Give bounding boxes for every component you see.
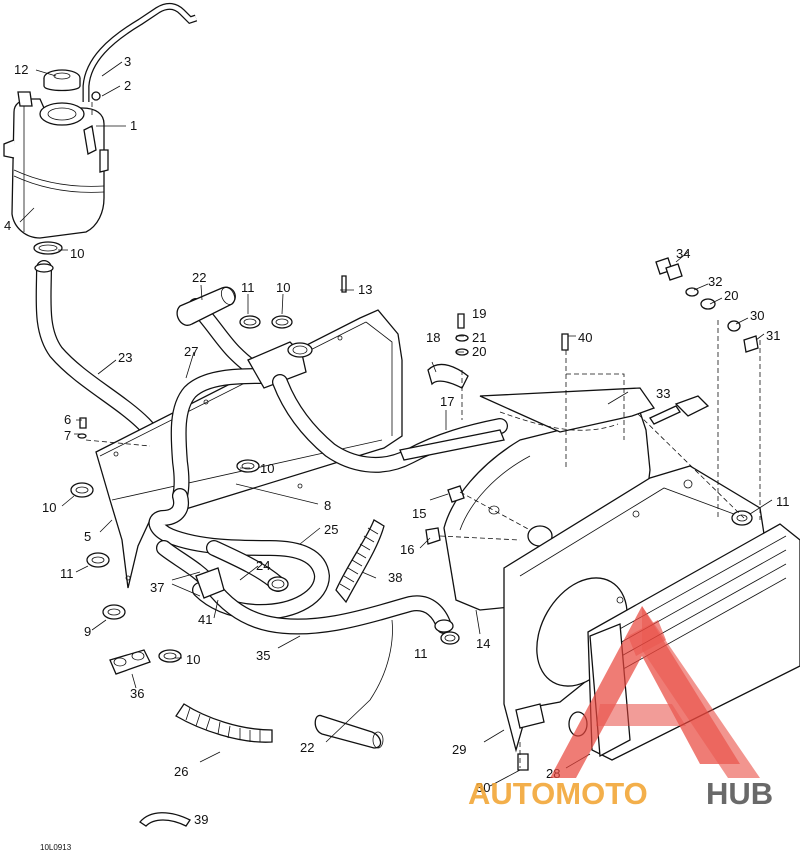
callout: 26	[174, 764, 188, 779]
leader-lines	[19, 61, 773, 787]
callout: 11	[776, 494, 790, 509]
callout: 20	[724, 288, 738, 303]
callout: 18	[426, 330, 440, 345]
hose-clamp	[102, 604, 126, 620]
brand-watermark: AUTOMOTO HUB	[468, 606, 773, 811]
callout: 36	[130, 686, 144, 701]
callout: 2	[124, 78, 131, 93]
callout: 12	[14, 62, 28, 77]
hose-clamp	[271, 315, 293, 329]
callout: 10	[186, 652, 200, 667]
fan-connector	[649, 395, 710, 425]
hose-section	[176, 286, 236, 326]
cable-tie	[139, 812, 191, 827]
hose-clamp	[731, 510, 753, 526]
radiator-bracket	[95, 309, 403, 589]
vent-hose	[82, 2, 198, 118]
callout: 6	[64, 412, 71, 427]
protective-sleeve	[335, 519, 385, 604]
hose-clamp	[440, 631, 460, 645]
fan-bracket	[399, 429, 505, 461]
callout: 31	[766, 328, 780, 343]
callout: 37	[150, 580, 164, 595]
upper-hose-assembly	[170, 298, 508, 504]
callout: 11	[60, 566, 74, 581]
callout: 13	[358, 282, 372, 297]
callout: 14	[476, 636, 490, 651]
callout: 10	[70, 246, 84, 261]
drawing-reference-code: 10L0913	[40, 843, 72, 852]
small-hardware	[77, 275, 569, 545]
callout: 10	[42, 500, 56, 515]
callout: 38	[388, 570, 402, 585]
callout: 11	[241, 280, 255, 295]
callout: 8	[324, 498, 331, 513]
callout: 27	[184, 344, 198, 359]
callout: 7	[64, 428, 71, 443]
watermark-brand-primary: AUTOMOTO	[468, 776, 648, 811]
callout: 41	[198, 612, 212, 627]
alignment-lines	[85, 340, 761, 768]
watermark-brand-secondary: HUB	[706, 776, 773, 811]
callout: 21	[472, 330, 486, 345]
callout: 24	[256, 558, 270, 573]
callout: 10	[276, 280, 290, 295]
callout: 33	[656, 386, 670, 401]
callout: 11	[414, 646, 428, 661]
callout: 25	[324, 522, 338, 537]
lower-hose-assembly	[148, 488, 454, 635]
callout: 34	[676, 246, 690, 261]
hose-clamp	[86, 552, 110, 568]
callout: 40	[578, 330, 592, 345]
callout: 32	[708, 274, 722, 289]
callout: 16	[400, 542, 414, 557]
callout: 17	[440, 394, 454, 409]
callout: 30	[476, 780, 490, 795]
hose-clamp	[33, 241, 63, 255]
callout: 39	[194, 812, 208, 827]
coolant-reservoir	[3, 91, 109, 239]
callout: 3	[124, 54, 131, 69]
hose-clamp	[70, 482, 94, 498]
callout: 22	[300, 740, 314, 755]
bolt	[517, 753, 529, 771]
callout: 9	[84, 624, 91, 639]
callout: 29	[452, 742, 466, 757]
hose-clamp	[236, 459, 260, 473]
callout: 4	[4, 218, 11, 233]
callout: 22	[192, 270, 206, 285]
hose-section	[314, 714, 384, 749]
callout: 15	[412, 506, 426, 521]
callout: 35	[256, 648, 270, 663]
watermark-logo-icon	[550, 606, 760, 778]
hose-clamp	[239, 315, 261, 329]
callout: 19	[472, 306, 486, 321]
callout: 5	[84, 529, 91, 544]
callout: 10	[260, 461, 274, 476]
callout: 20	[472, 344, 486, 359]
protective-sleeve	[175, 703, 273, 743]
hose-clamp	[158, 649, 182, 663]
callout: 30	[750, 308, 764, 323]
hardware-stack	[655, 257, 759, 520]
callout: 23	[118, 350, 132, 365]
callout: 1	[130, 118, 137, 133]
reservoir-cap	[43, 69, 81, 92]
hose-holder	[109, 649, 151, 675]
